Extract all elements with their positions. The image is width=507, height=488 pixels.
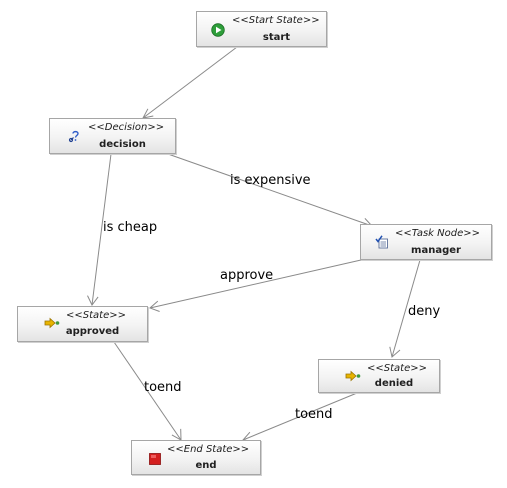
transition-label-is-cheap[interactable]: is cheap — [103, 220, 158, 235]
decision-question-icon — [68, 128, 82, 143]
node-denied-name: denied — [374, 378, 414, 389]
transition-is-expensive[interactable] — [167, 153, 373, 229]
state-arrow-icon — [345, 368, 361, 382]
node-approved-stereotype: <<State>> — [66, 310, 126, 321]
transition-label-approve[interactable]: approve — [220, 268, 274, 283]
node-manager-name: manager — [411, 245, 461, 256]
node-start-name: start — [262, 32, 291, 43]
transition-is-cheap[interactable] — [87, 153, 112, 306]
node-end-stereotype: <<End State>> — [167, 444, 250, 455]
node-manager[interactable]: <<Task Node>> manager — [360, 224, 492, 260]
node-manager-stereotype: <<Task Node>> — [395, 228, 480, 239]
transition-label-is-expensive[interactable]: is expensive — [230, 173, 311, 188]
transition-label-deny[interactable]: deny — [408, 304, 441, 319]
node-denied-stereotype: <<State>> — [367, 363, 427, 374]
transition-deny[interactable] — [389, 259, 421, 358]
start-play-icon — [211, 22, 225, 37]
transition-start-to-decision[interactable] — [142, 46, 238, 119]
node-end[interactable]: <<End State>> end — [131, 440, 261, 475]
transition-label-toend-denied[interactable]: toend — [295, 407, 333, 422]
node-decision-stereotype: <<Decision>> — [88, 122, 165, 133]
node-denied[interactable]: <<State>> denied — [318, 359, 440, 393]
node-decision-name: decision — [99, 139, 146, 150]
transition-approve[interactable] — [149, 259, 362, 312]
node-start[interactable]: <<Start State>> start — [196, 11, 327, 47]
node-start-stereotype: <<Start State>> — [232, 15, 320, 26]
state-arrow-icon — [44, 315, 60, 329]
end-stop-icon — [148, 451, 162, 465]
node-end-name: end — [195, 460, 217, 471]
transition-label-toend-approved[interactable]: toend — [144, 380, 182, 395]
node-decision[interactable]: <<Decision>> decision — [49, 118, 176, 154]
node-approved[interactable]: <<State>> approved — [17, 306, 148, 342]
node-approved-name: approved — [65, 326, 120, 337]
task-node-icon — [375, 234, 389, 249]
